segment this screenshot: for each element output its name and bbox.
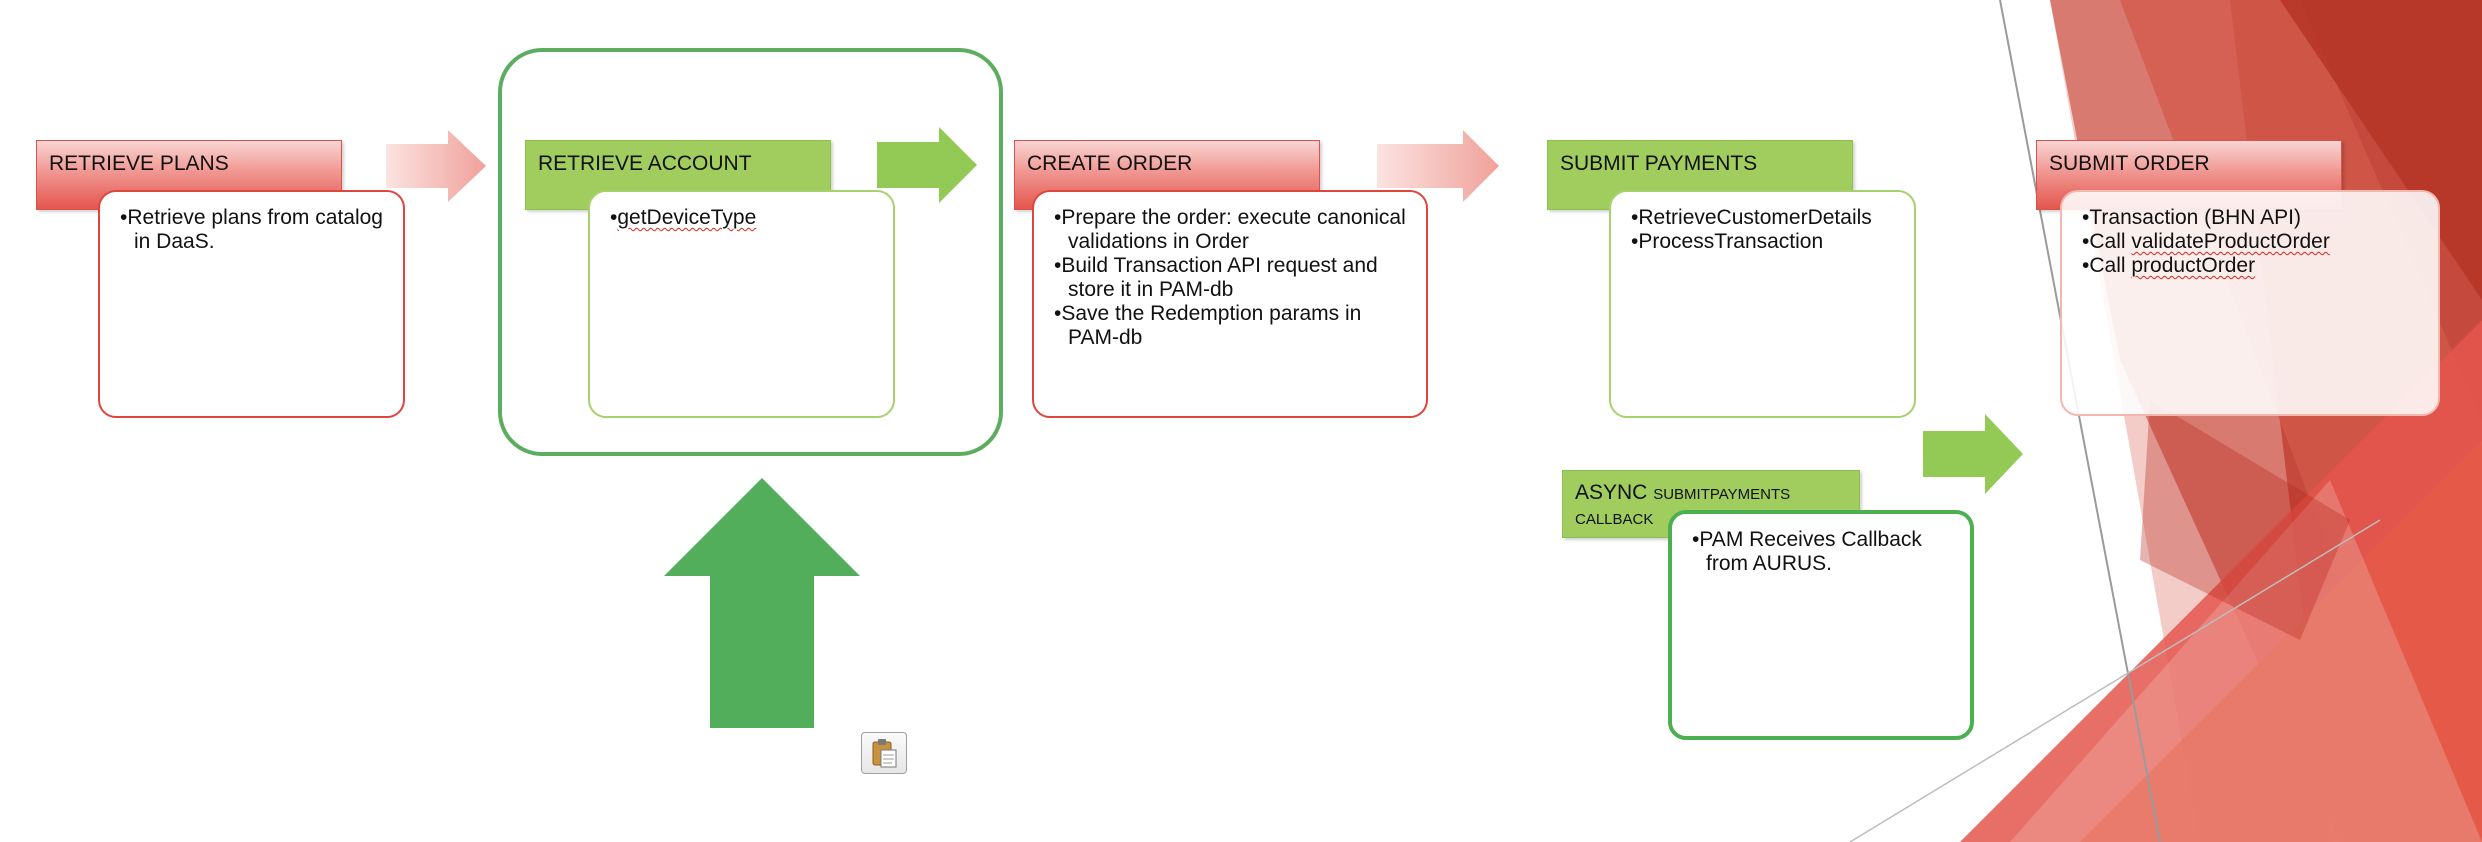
step-items: RetrieveCustomerDetails ProcessTransacti… [1631,206,1900,254]
chevron-arrow-light-red-icon [386,130,486,202]
chevron-arrow-green-icon [1923,414,2023,494]
step-title: CREATE ORDER [1027,152,1193,175]
list-item: PAM Receives Callback from AURUS. [1692,528,1956,576]
async-content: PAM Receives Callback from AURUS. [1668,510,1974,740]
async-title-main: ASYNC [1575,481,1648,504]
step-title: RETRIEVE ACCOUNT [538,152,752,175]
step-title: SUBMIT PAYMENTS [1560,152,1758,175]
item-text: getDeviceType [617,206,757,229]
list-item: Call validateProductOrder [2082,230,2424,254]
facet-shapes [1960,0,2482,842]
step-items: getDeviceType [610,206,879,230]
step-content-submit-payments: RetrieveCustomerDetails ProcessTransacti… [1609,190,1916,418]
step-title: SUBMIT ORDER [2049,152,2210,175]
item-text: productOrder [2131,254,2256,277]
list-item: Transaction (BHN API) [2082,206,2424,230]
step-items: Prepare the order: execute canonical val… [1054,206,1412,350]
paste-options-button[interactable] [861,732,907,774]
list-item: Save the Redemption params in PAM-db [1054,302,1412,350]
async-title-small: SUBMITPAYMENTS CALLBACK [1575,486,1791,529]
step-group-outline [498,48,1003,456]
list-item: Prepare the order: execute canonical val… [1054,206,1412,254]
list-item: Call productOrder [2082,254,2424,278]
clipboard-paste-icon [872,739,897,768]
step-items: Transaction (BHN API) Call validateProdu… [2082,206,2424,278]
step-content-retrieve-account: getDeviceType [588,190,895,418]
step-content-retrieve-plans: Retrieve plans from catalog in DaaS. [98,190,405,418]
chevron-arrow-light-red-icon [1377,130,1499,202]
item-text: validateProductOrder [2131,230,2330,253]
list-item: Build Transaction API request and store … [1054,254,1412,302]
list-item: Retrieve plans from catalog in DaaS. [120,206,389,254]
step-items: Retrieve plans from catalog in DaaS. [120,206,389,254]
list-item: RetrieveCustomerDetails [1631,206,1900,230]
up-arrow-green-icon [664,478,860,728]
async-items: PAM Receives Callback from AURUS. [1692,528,1956,576]
step-content-create-order: Prepare the order: execute canonical val… [1032,190,1428,418]
deco-line [1849,519,2381,842]
list-item: ProcessTransaction [1631,230,1900,254]
list-item: getDeviceType [610,206,879,230]
step-content-submit-order: Transaction (BHN API) Call validateProdu… [2060,190,2440,416]
deco-line [1999,0,2161,842]
step-title: RETRIEVE PLANS [49,152,229,175]
chevron-arrow-green-icon [877,127,977,203]
